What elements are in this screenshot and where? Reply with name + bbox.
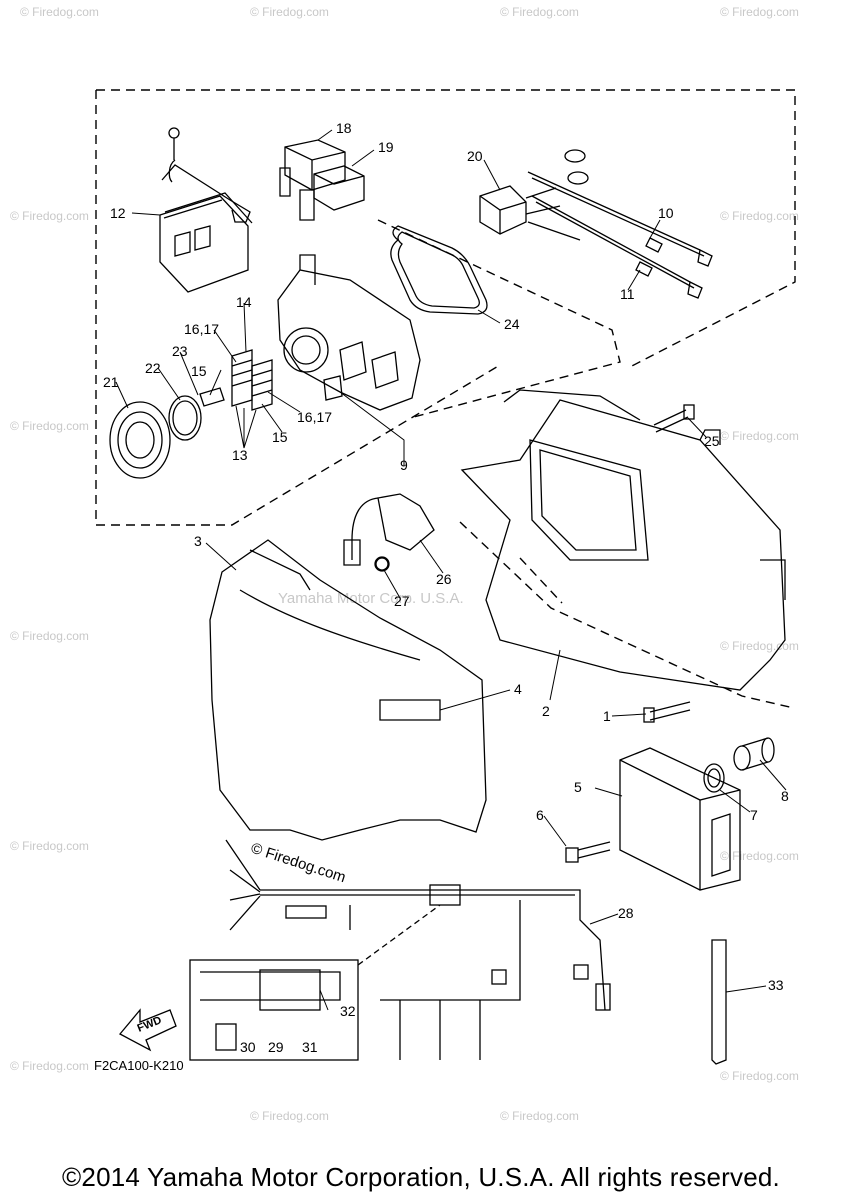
part-8-collar	[733, 737, 775, 771]
part-5-ecu	[619, 747, 741, 891]
callout-23: 23	[172, 343, 188, 359]
watermark: © Firedog.com	[500, 5, 579, 19]
bolts	[374, 404, 695, 863]
callout-10: 10	[658, 205, 674, 221]
callout-12: 12	[110, 205, 126, 221]
watermark: © Firedog.com	[250, 5, 329, 19]
callout-11: 11	[620, 286, 635, 302]
watermark: © Firedog.com	[10, 629, 89, 643]
diagram-code: F2CA100-K210	[94, 1058, 184, 1073]
watermark: © Firedog.com	[20, 5, 99, 19]
callout-7: 7	[750, 807, 758, 823]
leader-lines	[115, 129, 787, 1011]
callout-3: 3	[194, 533, 202, 549]
callout-18: 18	[336, 120, 352, 136]
firedog-inline-label: © Firedog.com	[249, 840, 348, 887]
callout-15b: 15	[272, 429, 288, 445]
watermark: © Firedog.com	[720, 5, 799, 19]
copyright-footer: ©2014 Yamaha Motor Corporation, U.S.A. A…	[62, 1162, 780, 1192]
watermark: © Firedog.com	[250, 1109, 329, 1123]
callout-16-17a: 16,17	[184, 321, 219, 337]
fwd-arrow	[118, 1008, 177, 1052]
callout-22: 22	[145, 360, 161, 376]
callout-24: 24	[504, 316, 520, 332]
part-21-cap	[109, 401, 171, 479]
callout-29: 29	[268, 1039, 284, 1055]
watermark: © Firedog.com	[10, 419, 89, 433]
callout-30: 30	[240, 1039, 256, 1055]
callout-20: 20	[467, 148, 483, 164]
part-33-tie	[711, 939, 727, 1065]
part-22-oring	[168, 395, 202, 441]
watermark-layer: © Firedog.com © Firedog.com © Firedog.co…	[10, 5, 799, 1123]
callout-9: 9	[400, 457, 408, 473]
watermark: © Firedog.com	[10, 209, 89, 223]
callout-4: 4	[514, 681, 522, 697]
watermark: © Firedog.com	[720, 849, 799, 863]
callout-14: 14	[236, 294, 252, 310]
part-12-case	[159, 127, 253, 293]
part-7-grommet	[703, 763, 725, 793]
callout-31: 31	[302, 1039, 318, 1055]
part-9-housing	[277, 254, 421, 411]
part-28-harness	[225, 839, 611, 1060]
watermark: © Firedog.com	[720, 429, 799, 443]
callout-6: 6	[536, 807, 544, 823]
callout-2: 2	[542, 703, 550, 719]
callouts: 1 2 3 4 5 6 7 8 9 10 11 12 13 14 15 15 1…	[103, 120, 789, 1055]
callout-19: 19	[378, 139, 394, 155]
callout-8: 8	[781, 788, 789, 804]
callout-15a: 15	[191, 363, 207, 379]
callout-16-17b: 16,17	[297, 409, 332, 425]
part-10-11-cables	[527, 149, 713, 299]
callout-21: 21	[103, 374, 119, 390]
part-26-sensor	[343, 493, 435, 571]
callout-13: 13	[232, 447, 248, 463]
watermark: © Firedog.com	[10, 1059, 89, 1073]
watermark: © Firedog.com	[720, 1069, 799, 1083]
part-19-relay	[299, 165, 365, 221]
part-3-cover	[209, 539, 487, 841]
callout-5: 5	[574, 779, 582, 795]
watermark: © Firedog.com	[720, 209, 799, 223]
callout-26: 26	[436, 571, 452, 587]
callout-25: 25	[704, 433, 720, 449]
part-2-box	[460, 389, 786, 691]
assembly-outline	[95, 89, 796, 709]
callout-28: 28	[618, 905, 634, 921]
part-drawings	[109, 127, 786, 1065]
watermark: © Firedog.com	[10, 839, 89, 853]
watermark: © Firedog.com	[500, 1109, 579, 1123]
inset-box	[189, 904, 441, 1061]
callout-32: 32	[340, 1003, 356, 1019]
watermark: © Firedog.com	[720, 639, 799, 653]
part-24-gasket	[390, 225, 488, 315]
callout-33: 33	[768, 977, 784, 993]
center-watermark: Yamaha Motor Corp. U.S.A.	[278, 590, 464, 607]
callout-27: 27	[394, 593, 410, 609]
callout-1: 1	[603, 708, 611, 724]
part-20-sensor	[479, 185, 561, 235]
part-13-17-terminals	[199, 349, 273, 411]
